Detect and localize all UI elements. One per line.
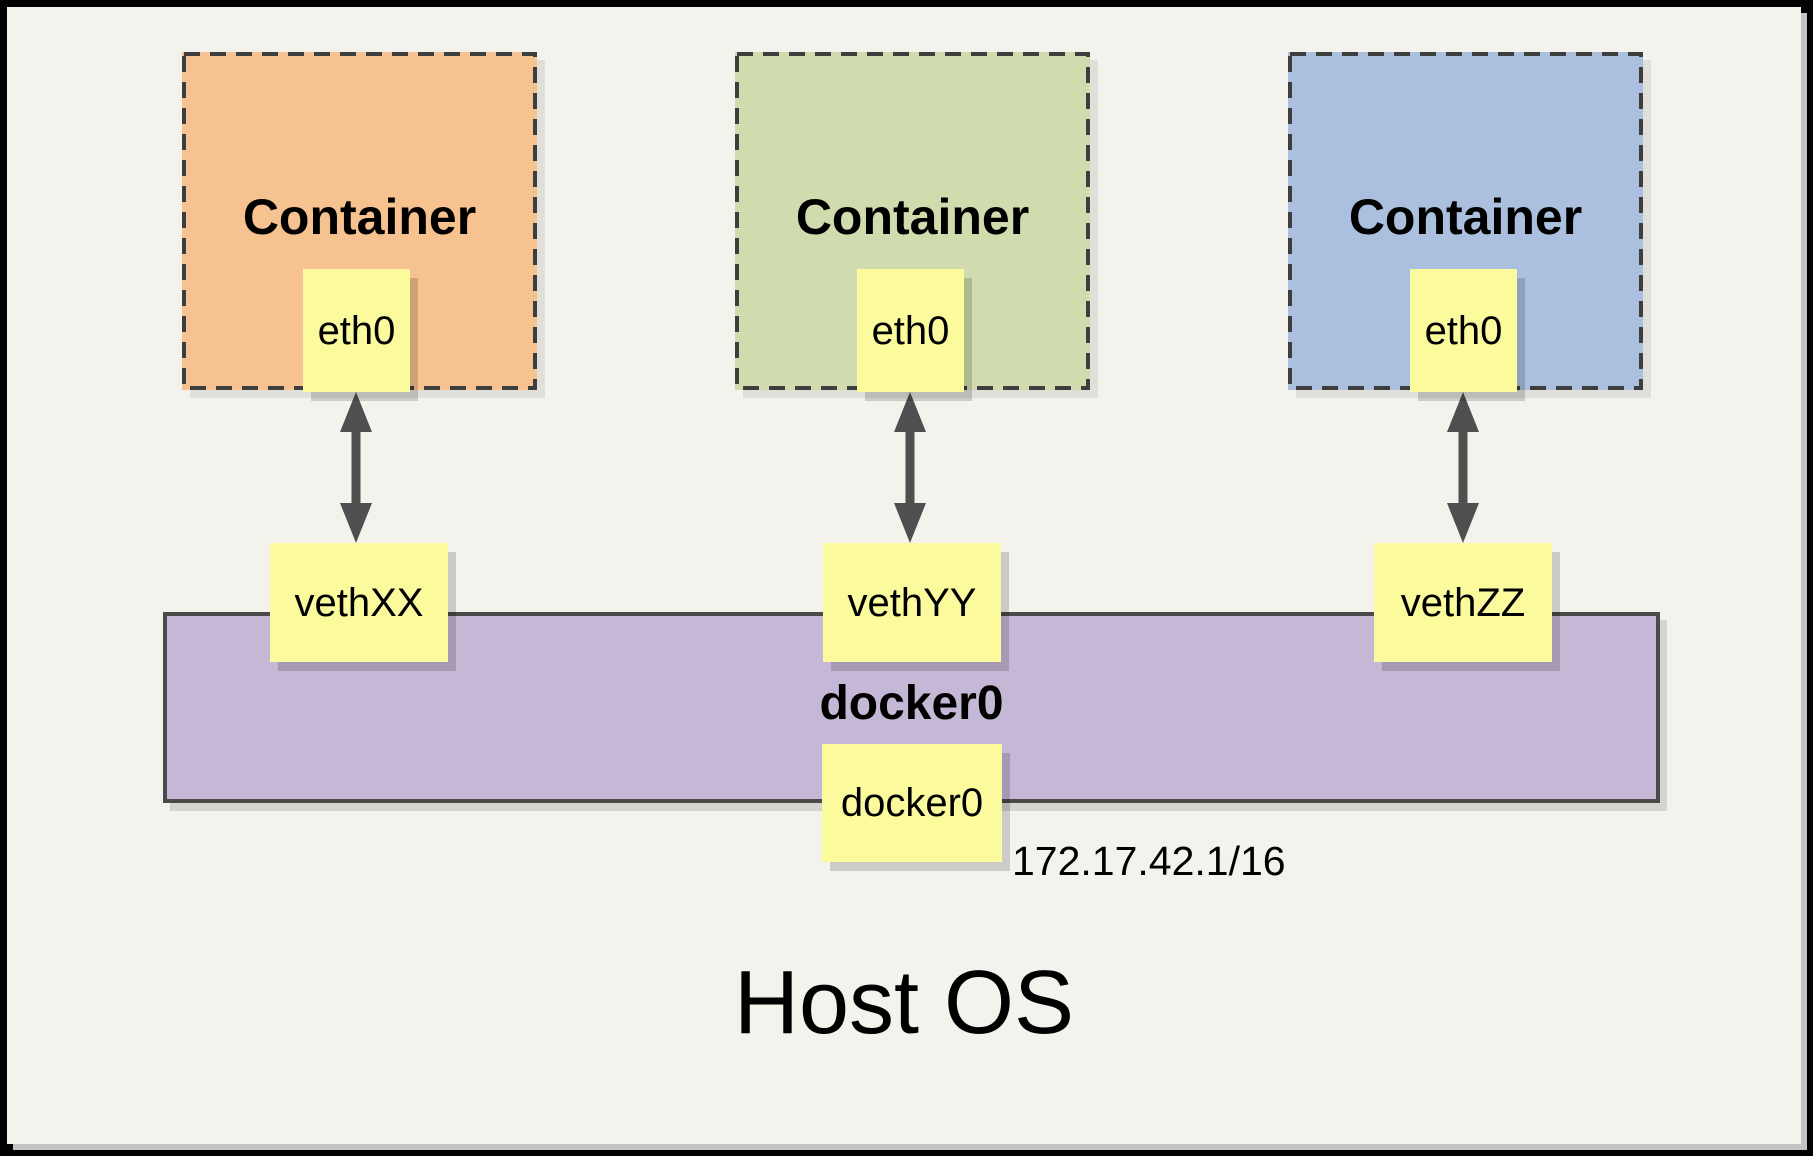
container-title: Container xyxy=(242,189,477,245)
eth0-label: eth0 xyxy=(871,308,950,353)
eth0-label: eth0 xyxy=(317,308,396,353)
container-title: Container xyxy=(795,189,1030,245)
veth-endpoint-box-1: vethXX xyxy=(270,543,448,662)
veth-endpoint-box-2: vethYY xyxy=(823,543,1001,662)
veth-endpoint-box-3: vethZZ xyxy=(1374,543,1552,662)
bidirectional-arrow-icon xyxy=(892,392,928,543)
container-title: Container xyxy=(1348,189,1583,245)
host-os-title: Host OS xyxy=(733,953,1075,1053)
bridge-ip-address: 172.17.42.1/16 xyxy=(1012,838,1286,884)
bidirectional-arrow-icon xyxy=(1445,392,1481,543)
eth0-interface-box-1: eth0 xyxy=(303,269,410,392)
bridge-title: docker0 xyxy=(819,677,1004,730)
bidirectional-arrow-icon xyxy=(338,392,374,543)
docker0-interface-box: docker0 xyxy=(822,744,1002,862)
eth0-label: eth0 xyxy=(1424,308,1503,353)
eth0-interface-box-2: eth0 xyxy=(857,269,964,392)
veth-label: vethYY xyxy=(847,580,977,625)
veth-label: vethZZ xyxy=(1400,580,1526,625)
eth0-interface-box-3: eth0 xyxy=(1410,269,1517,392)
docker0-label: docker0 xyxy=(840,781,984,825)
veth-label: vethXX xyxy=(294,580,424,625)
